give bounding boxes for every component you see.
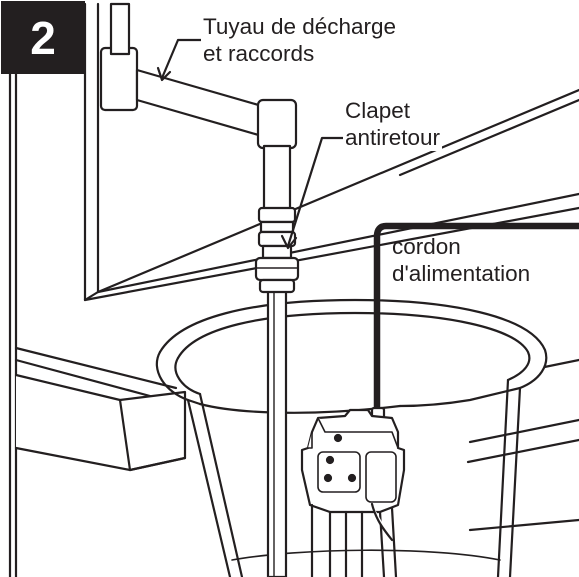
sump-pump bbox=[300, 408, 406, 577]
label-discharge-pipe-line-2: et raccords bbox=[203, 41, 315, 66]
label-discharge-pipe-line-1: Tuyau de décharge bbox=[203, 14, 397, 39]
leader-check-valve bbox=[286, 136, 345, 248]
arrow-discharge-pipe bbox=[156, 66, 172, 82]
label-check-valve-line-2: antiretour bbox=[345, 125, 441, 150]
label-power-cord-line-2: d'alimentation bbox=[392, 261, 531, 286]
leader-discharge-pipe bbox=[160, 38, 203, 80]
label-check-valve: Clapet antiretour bbox=[343, 97, 443, 151]
floor-slab bbox=[14, 346, 187, 472]
sump-basin bbox=[155, 298, 548, 577]
label-check-valve-line-1: Clapet bbox=[345, 98, 411, 123]
basement-wall bbox=[8, 2, 579, 577]
label-power-cord: cordon d'alimentation bbox=[390, 233, 532, 287]
label-discharge-pipe: Tuyau de décharge et raccords bbox=[201, 13, 399, 67]
discharge-pipe bbox=[99, 2, 298, 577]
callout-leaders bbox=[156, 38, 345, 250]
check-valve bbox=[254, 206, 300, 294]
arrow-check-valve bbox=[280, 234, 298, 250]
step-number-badge: 2 bbox=[1, 1, 85, 74]
label-power-cord-line-1: cordon bbox=[392, 234, 461, 259]
